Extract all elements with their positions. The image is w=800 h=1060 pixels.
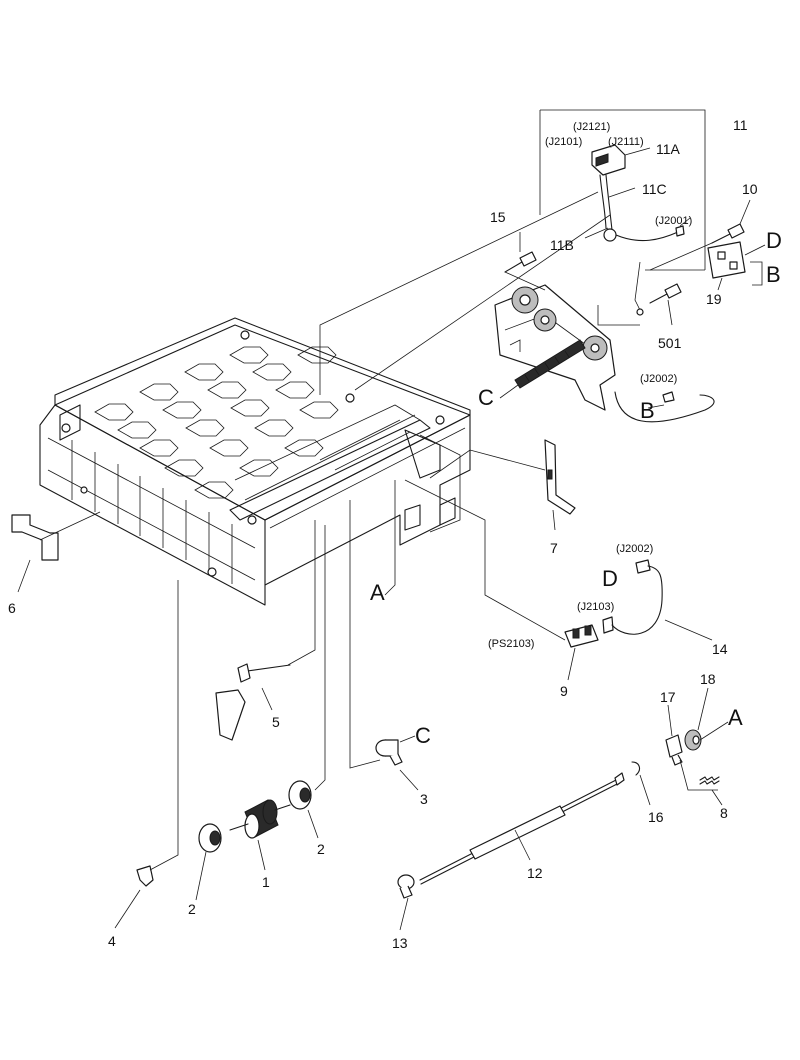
sensor-9 — [564, 624, 599, 648]
bushing-17 — [665, 734, 683, 766]
connector-j2002-top: (J2002) — [640, 373, 677, 385]
callout-11B: 11B — [550, 237, 574, 253]
bracket-6 — [11, 514, 59, 561]
callout-10: 10 — [742, 181, 758, 197]
shaft-12 — [419, 772, 625, 885]
connector-j2101: (J2101) — [545, 136, 582, 148]
reference-letters: D B C B A D C A — [370, 228, 782, 748]
honeycomb-grid — [94, 346, 339, 499]
cable-14 — [602, 559, 663, 635]
ref-letter-d-top: D — [766, 228, 782, 253]
cassette-frame — [39, 317, 471, 606]
callout-11: 11 — [733, 117, 748, 133]
callout-18: 18 — [700, 671, 716, 687]
lever-7 — [544, 439, 576, 515]
roller-2-upper — [288, 780, 312, 810]
connector-j2001: (J2001) — [655, 215, 692, 227]
ref-letter-d-cable: D — [602, 566, 618, 591]
callout-7: 7 — [550, 540, 558, 556]
ref-letter-a-gear: A — [728, 705, 743, 730]
eclip-16 — [631, 761, 641, 776]
pcb-19 — [707, 241, 746, 279]
callout-16: 16 — [648, 809, 664, 825]
callout-13: 13 — [392, 935, 408, 951]
callout-8: 8 — [720, 805, 728, 821]
ref-letter-a-frame: A — [370, 580, 385, 605]
callout-6: 6 — [8, 600, 16, 616]
bracket-11 — [539, 109, 706, 326]
callout-5: 5 — [272, 714, 280, 730]
ref-letter-c-bushing: C — [415, 723, 431, 748]
clip-4 — [136, 865, 154, 887]
screw-501 — [649, 283, 682, 304]
roller-2-lower — [198, 823, 222, 853]
bushing-3 — [375, 739, 403, 766]
connector-j2002-bottom: (J2002) — [616, 543, 653, 555]
connector-labels: (J2121) (J2101) (J2111) (J2001) (J2002) … — [488, 121, 692, 650]
callout-9: 9 — [560, 683, 568, 699]
spring-8 — [699, 776, 720, 785]
connector-j2121: (J2121) — [573, 121, 610, 133]
lever-5 — [215, 663, 291, 741]
gear-18 — [684, 729, 702, 751]
callout-501: 501 — [658, 335, 682, 351]
callout-11A: 11A — [656, 141, 681, 157]
connector-ps2103: (PS2103) — [488, 638, 534, 650]
bushing-13 — [397, 874, 415, 899]
leader-lines — [17, 147, 766, 931]
screw-10 — [711, 223, 745, 244]
callout-labels: 11 11A 11C 11B 15 10 19 501 7 6 14 9 5 1… — [8, 117, 758, 951]
callout-2-upper: 2 — [317, 841, 325, 857]
callout-17: 17 — [660, 689, 676, 705]
callout-3: 3 — [420, 791, 428, 807]
callout-4: 4 — [108, 933, 116, 949]
connector-j2111: (J2111) — [608, 136, 644, 148]
callout-1: 1 — [262, 874, 270, 890]
ref-letter-c-gear: C — [478, 385, 494, 410]
ref-letter-b-j2002: B — [640, 398, 655, 423]
callout-14: 14 — [712, 641, 728, 657]
wire-harness — [591, 144, 715, 423]
callout-11C: 11C — [642, 181, 667, 197]
callout-2-lower: 2 — [188, 901, 196, 917]
callout-15: 15 — [490, 209, 506, 225]
ref-letter-b-top: B — [766, 262, 781, 287]
screw-15 — [504, 251, 537, 273]
callout-12: 12 — [527, 865, 543, 881]
gear-assembly — [494, 284, 616, 411]
connector-j2103: (J2103) — [577, 601, 614, 613]
roller-1 — [229, 799, 291, 839]
callout-19: 19 — [706, 291, 722, 307]
